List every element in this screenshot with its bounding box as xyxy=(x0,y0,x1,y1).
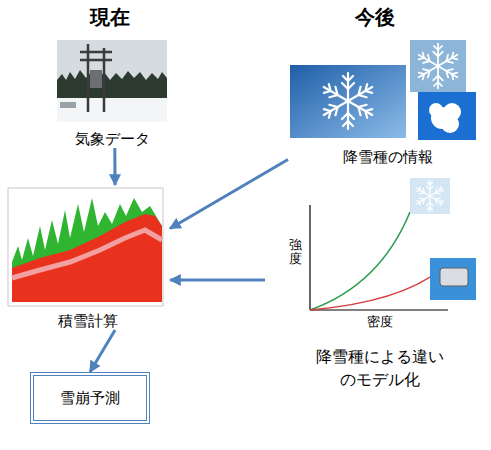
snow-crystal-photos xyxy=(290,40,476,140)
flow-arrow xyxy=(90,330,115,372)
box-label: 雪崩予測 xyxy=(60,389,120,408)
strength-density-graph xyxy=(310,178,476,310)
flow-arrow xyxy=(113,148,116,185)
snowpack-calc-node: 積雪計算 xyxy=(5,185,170,330)
axis-label: 強度 xyxy=(289,238,302,267)
column-heading: 今後 xyxy=(345,6,405,28)
weather-data-node: 気象データ xyxy=(55,38,170,148)
caption: 積雪計算 xyxy=(5,312,170,330)
caption: 降雪種の情報 xyxy=(288,148,488,166)
flow-arrow xyxy=(170,278,265,281)
avalanche-forecast-box: 雪崩予測 xyxy=(30,372,150,424)
snowpack-chart xyxy=(8,188,163,306)
snowfall-type-node: 降雪種の情報 xyxy=(288,36,488,166)
caption: 降雪種による違い のモデル化 xyxy=(312,345,448,391)
caption: 気象データ xyxy=(55,130,170,148)
axis-label: 密度 xyxy=(355,315,405,329)
weather-photo xyxy=(57,40,167,122)
flow-arrow xyxy=(170,160,288,229)
column-heading: 現在 xyxy=(80,6,140,28)
model-node: 降雪種による違い のモデル化 xyxy=(265,178,487,393)
